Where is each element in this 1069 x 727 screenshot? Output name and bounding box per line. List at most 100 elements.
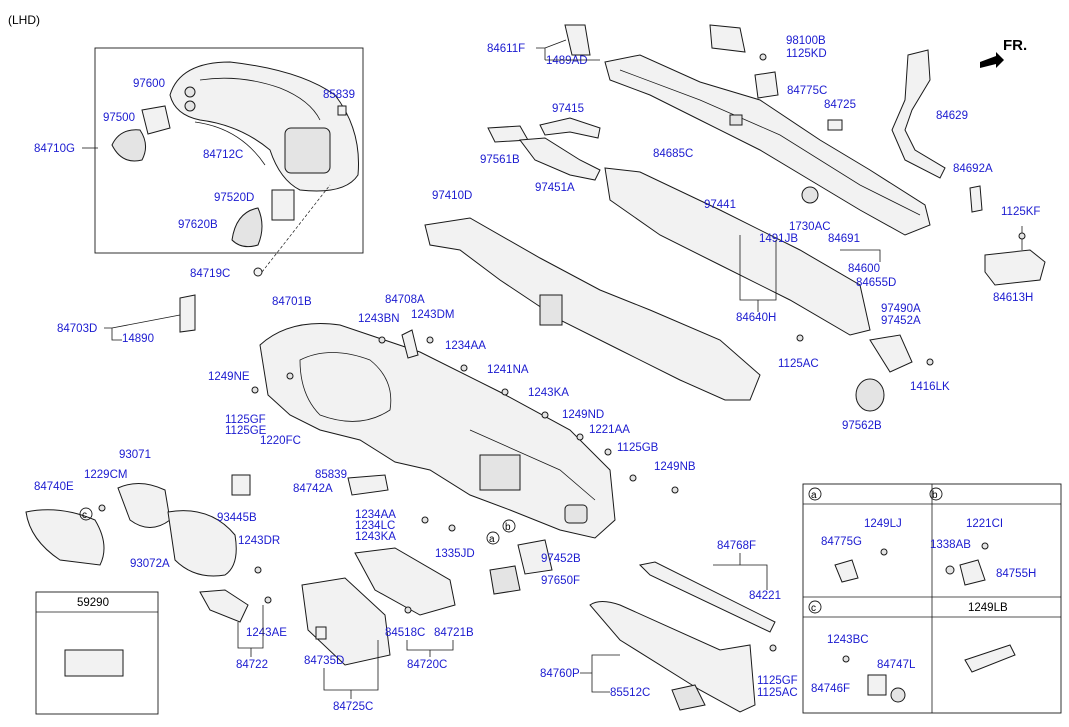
duct-97451A	[519, 137, 601, 181]
label-84721B: 84721B	[434, 627, 474, 639]
label-84735D: 84735D	[304, 655, 344, 667]
duct-97415	[539, 117, 601, 139]
label-84712C: 84712C	[203, 149, 243, 161]
label-1243KA-lower: 1243KA	[355, 531, 396, 543]
vent-97500	[111, 129, 146, 162]
label-84701B: 84701B	[272, 296, 312, 308]
label-1125GE: 1125GE	[225, 425, 267, 437]
label-1229CM: 1229CM	[84, 469, 127, 481]
label-97520D: 97520D	[214, 192, 254, 204]
label-97600: 97600	[133, 78, 165, 90]
front-direction-label: FR.	[1003, 37, 1027, 54]
clip-84719C	[253, 267, 263, 277]
label-84611F: 84611F	[487, 43, 525, 55]
vent-97650F	[489, 565, 521, 595]
label-97650F: 97650F	[541, 575, 580, 587]
label-85839: 85839	[323, 89, 355, 101]
vent-97620B	[231, 207, 263, 248]
label-1243DR: 1243DR	[238, 535, 280, 547]
label-84221: 84221	[749, 590, 781, 602]
label-plate-59290	[64, 649, 124, 677]
fasteners	[98, 53, 1026, 663]
label-97561B: 97561B	[480, 154, 520, 166]
vent-97562B	[855, 378, 885, 412]
label-84613H: 84613H	[993, 292, 1033, 304]
label-1125GF: 1125GF	[225, 414, 266, 426]
label-1241NA: 1241NA	[487, 364, 529, 376]
callout-a-circle	[486, 531, 500, 545]
panel-84740E	[25, 509, 105, 566]
grid-c-circle	[808, 600, 822, 614]
label-1491JB: 1491JB	[759, 233, 798, 245]
label-97451A: 97451A	[535, 182, 575, 194]
label-84746F: 84746F	[811, 683, 850, 695]
label-1249NB: 1249NB	[654, 461, 696, 473]
clip-84775G	[834, 559, 859, 583]
label-84691: 84691	[828, 233, 860, 245]
label-97490A: 97490A	[881, 303, 921, 315]
label-85512C: 85512C	[610, 687, 650, 699]
label-1243BC: 1243BC	[827, 634, 869, 646]
label-1221AA: 1221AA	[589, 424, 630, 436]
label-84722: 84722	[236, 659, 268, 671]
inset-59290-box	[35, 591, 159, 715]
pad-85512C	[671, 684, 706, 711]
label-1125KF: 1125KF	[1001, 206, 1040, 218]
switch-97520D	[271, 189, 295, 221]
bracket-84708A	[401, 329, 419, 359]
grid-title-a: a	[811, 490, 817, 501]
clip-lid	[315, 626, 327, 640]
label-1243AE: 1243AE	[246, 627, 287, 639]
label-1338AB: 1338AB	[930, 539, 971, 551]
label-1335JD: 1335JD	[435, 548, 475, 560]
cover-93445B	[231, 474, 251, 496]
trim-strip-84712C	[194, 121, 266, 166]
label-1234AA-lower: 1234AA	[355, 509, 396, 521]
support-84629	[891, 49, 946, 179]
label-93445B: 93445B	[217, 512, 257, 524]
label-84655D: 84655D	[856, 277, 896, 289]
label-1249LJ: 1249LJ	[864, 518, 902, 530]
label-84740E: 84740E	[34, 481, 74, 493]
label-59290: 59290	[77, 597, 109, 609]
bracket-84775C	[754, 71, 779, 99]
nut-1338AB	[945, 565, 955, 575]
bracket-84613H	[984, 226, 1046, 286]
label-1730AC: 1730AC	[789, 221, 831, 233]
clip-84755H	[959, 559, 986, 586]
bracket-84768F	[638, 561, 776, 633]
callout-c-circle	[79, 507, 93, 521]
label-97410D: 97410D	[432, 190, 472, 202]
label-1243KA: 1243KA	[528, 387, 569, 399]
label-1125AC: 1125AC	[778, 358, 819, 370]
label-84755H: 84755H	[996, 568, 1036, 580]
clip-85839	[337, 105, 347, 116]
cover-93072A	[167, 510, 237, 577]
cowl-cross-member	[604, 54, 931, 236]
label-1489AD: 1489AD	[546, 55, 588, 67]
label-1125AC-lower: 1125AC	[757, 687, 798, 699]
label-84703D: 84703D	[57, 323, 97, 335]
label-97415: 97415	[552, 103, 584, 115]
label-84719C: 84719C	[190, 268, 230, 280]
label-98100B: 98100B	[786, 35, 826, 47]
bracket-84725	[827, 119, 843, 131]
label-97562B: 97562B	[842, 420, 882, 432]
label-1125GB: 1125GB	[617, 442, 659, 454]
cluster-facia-inset-box	[94, 47, 364, 254]
label-1125GF-lower: 1125GF	[757, 675, 798, 687]
label-1416LK: 1416LK	[910, 381, 950, 393]
label-97620B: 97620B	[178, 219, 218, 231]
front-arrow-icon	[980, 52, 1004, 68]
label-97452A: 97452A	[881, 315, 921, 327]
label-1234AA: 1234AA	[445, 340, 486, 352]
label-84708A: 84708A	[385, 294, 425, 306]
bracket-84611F	[564, 24, 591, 56]
grid-a-circle	[808, 487, 822, 501]
vent-97600	[141, 105, 171, 135]
clip-84746F	[867, 674, 887, 696]
label-84720C: 84720C	[407, 659, 447, 671]
cover-93071	[117, 483, 171, 528]
label-97441: 97441	[704, 199, 736, 211]
grid-title-b: b	[932, 490, 938, 501]
